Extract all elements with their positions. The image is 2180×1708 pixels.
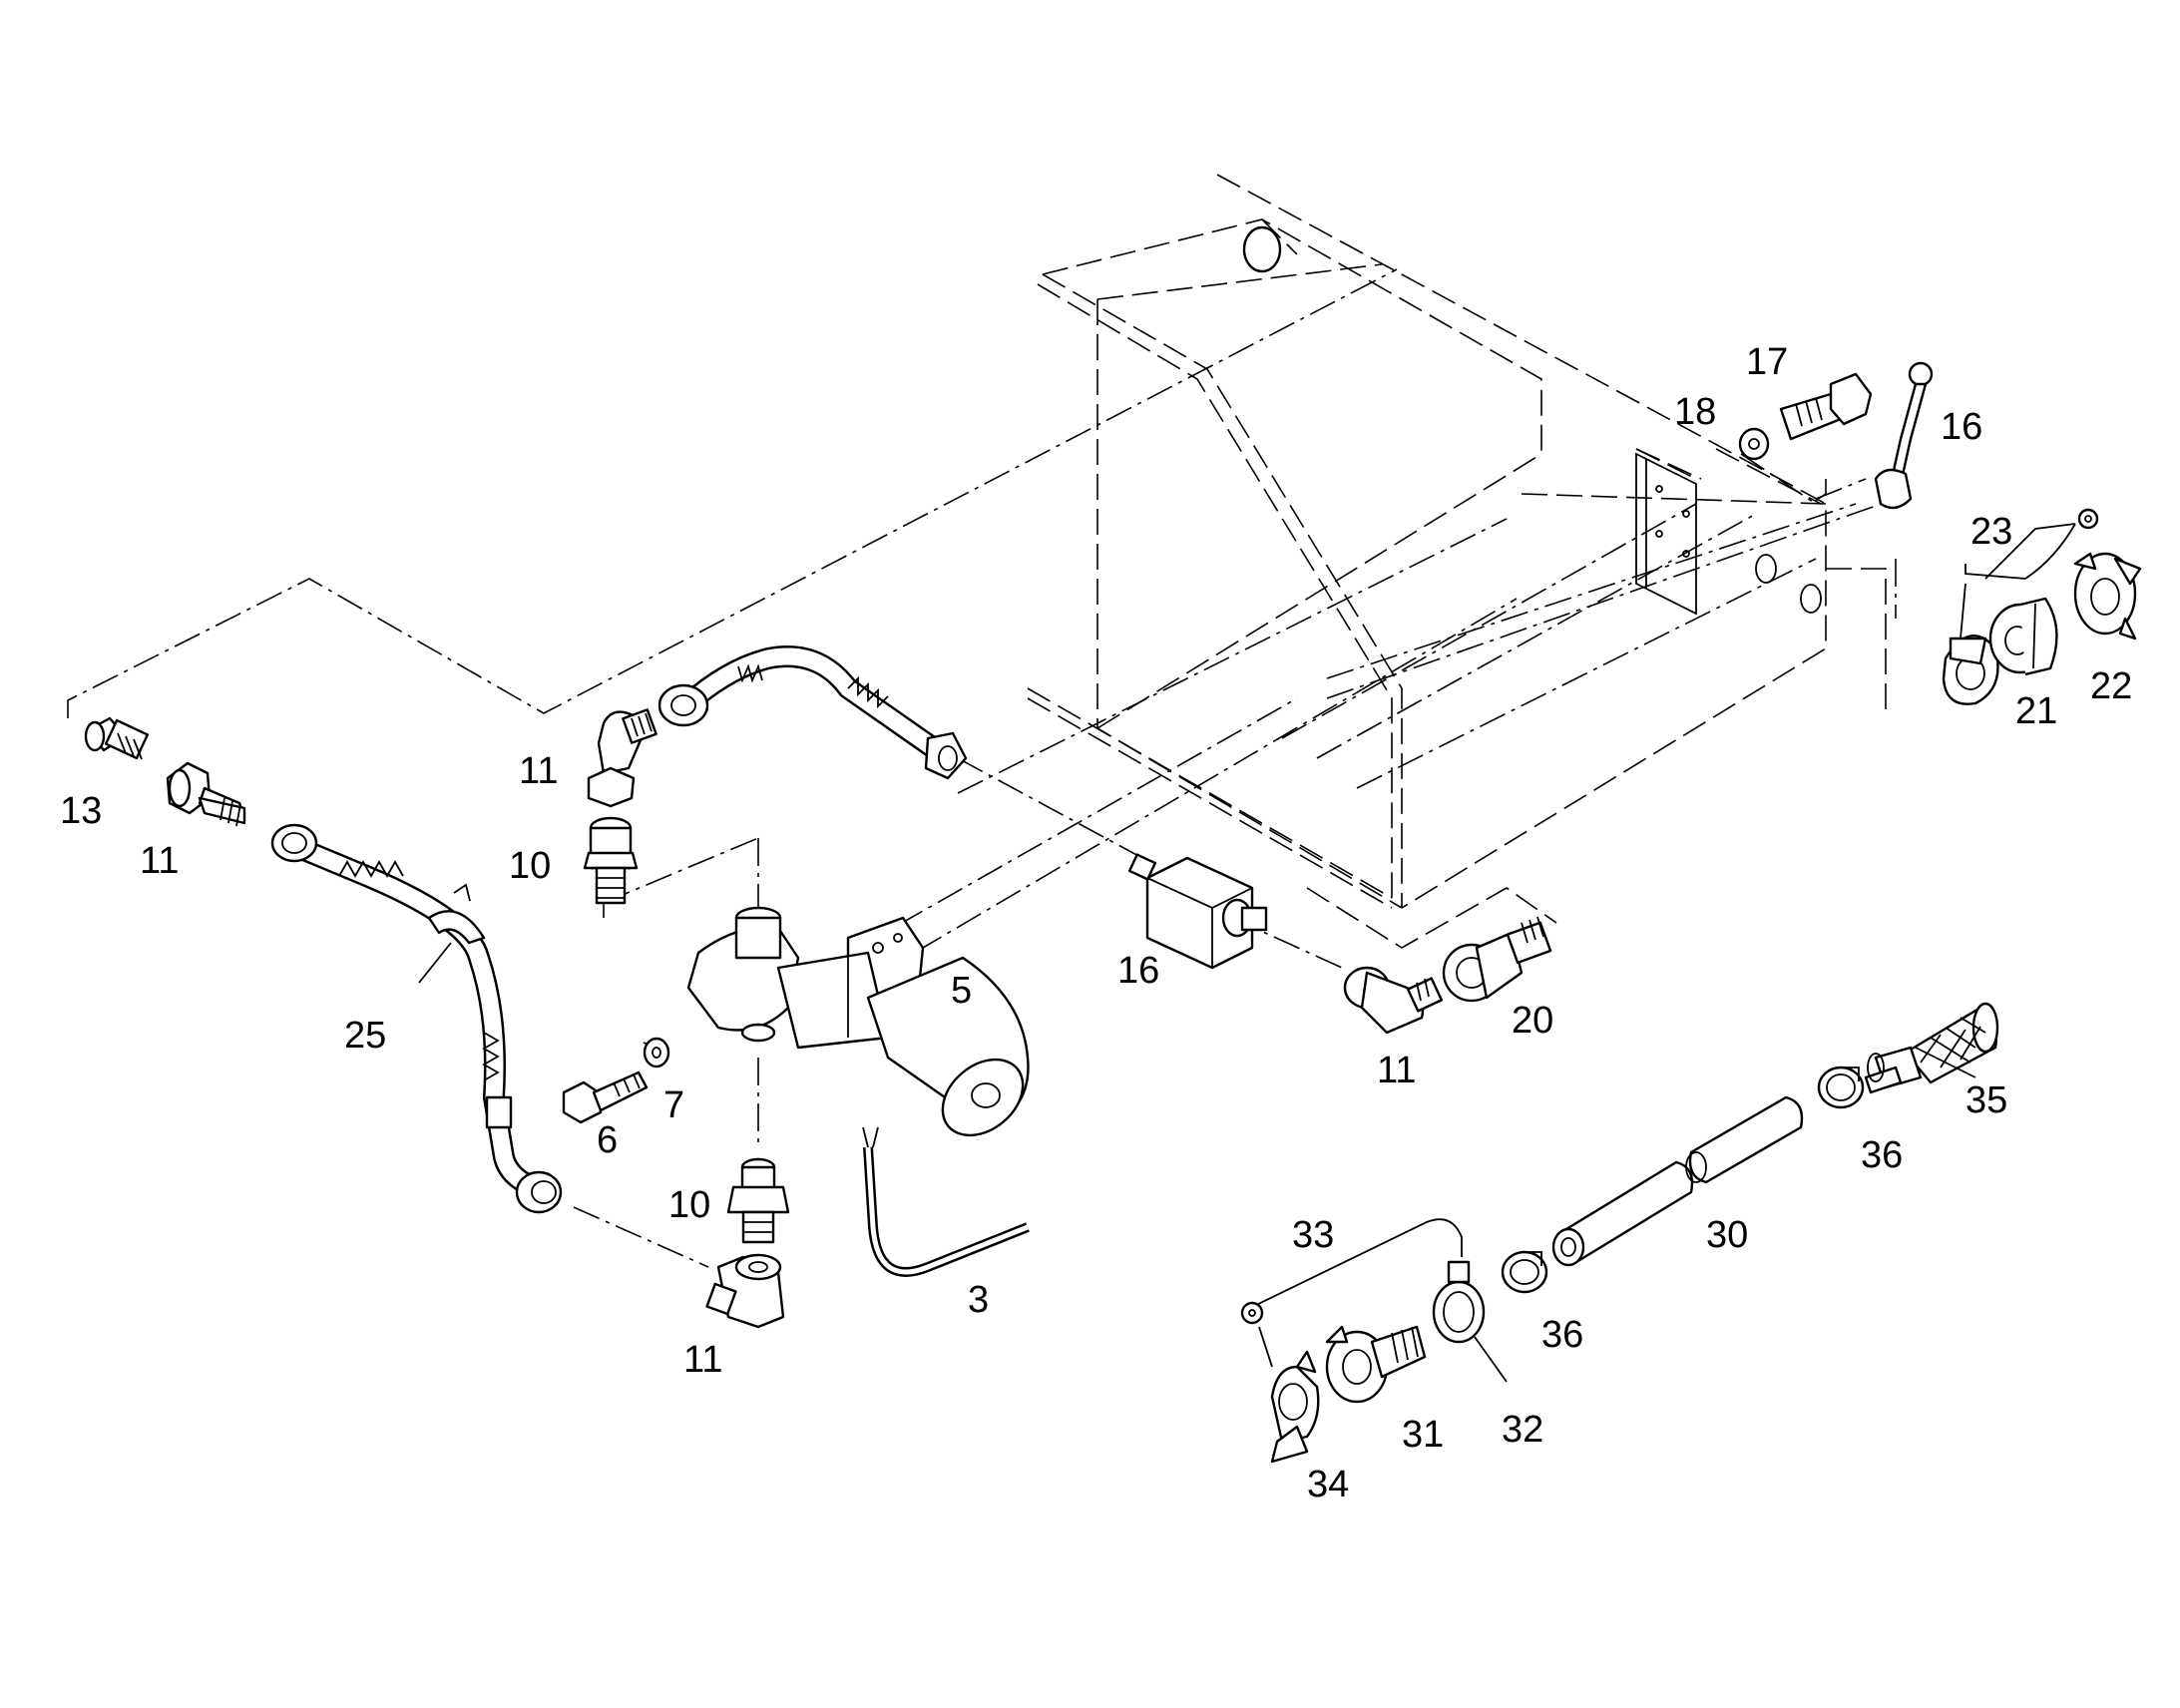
part-11-elbow-right bbox=[1343, 966, 1444, 1035]
callout-18: 18 bbox=[1674, 391, 1716, 433]
callout-34: 34 bbox=[1307, 1464, 1349, 1505]
callout-17: 17 bbox=[1746, 341, 1788, 383]
part-25-hose bbox=[270, 823, 563, 1214]
part-36-clamp-upper bbox=[1817, 1066, 1865, 1109]
callout-11: 11 bbox=[519, 750, 558, 792]
callout-11: 11 bbox=[140, 840, 179, 882]
callout-30: 30 bbox=[1706, 1214, 1748, 1256]
part-3-cable bbox=[862, 1126, 1030, 1277]
part-34-coupling-cap bbox=[1270, 1350, 1320, 1464]
part-5-pump-motor bbox=[686, 906, 1030, 1137]
callout-3: 3 bbox=[968, 1279, 989, 1321]
callout-33: 33 bbox=[1292, 1214, 1334, 1256]
callout-36: 36 bbox=[1541, 1314, 1583, 1356]
callout-5: 5 bbox=[951, 970, 972, 1012]
part-20-union-fitting bbox=[1442, 916, 1552, 1003]
callout-23: 23 bbox=[1970, 511, 2012, 553]
phantom-frame bbox=[1027, 174, 1887, 949]
mounting-bracket bbox=[1242, 225, 1822, 616]
part-32-ring bbox=[1432, 1260, 1508, 1383]
callout-16: 16 bbox=[1941, 406, 1982, 448]
callout-31: 31 bbox=[1402, 1414, 1444, 1456]
callout-21: 21 bbox=[2015, 690, 2057, 732]
part-11-elbow-lower bbox=[705, 1253, 785, 1329]
leader-lines bbox=[67, 268, 1897, 1268]
part-16-valve-block bbox=[1127, 853, 1268, 970]
callout-10: 10 bbox=[509, 845, 551, 887]
part-10-nipple-upper bbox=[583, 816, 639, 905]
part-31-coupling bbox=[1325, 1325, 1427, 1404]
callout-32: 32 bbox=[1502, 1409, 1543, 1451]
part-36-clamp-lower bbox=[1501, 1250, 1548, 1294]
part-35-strainer bbox=[1864, 1002, 1999, 1094]
pressure-hose-upper bbox=[657, 645, 968, 780]
part-11-bolt-left bbox=[166, 761, 246, 827]
part-13-fitting bbox=[84, 716, 150, 760]
callout-13: 13 bbox=[60, 790, 102, 832]
part-16-lever bbox=[1874, 361, 1934, 510]
callout-11: 11 bbox=[1377, 1050, 1416, 1091]
callout-20: 20 bbox=[1512, 1000, 1553, 1042]
callout-7: 7 bbox=[663, 1084, 684, 1126]
callout-25: 25 bbox=[344, 1015, 386, 1057]
part-17-bolt bbox=[1779, 372, 1873, 441]
part-6-bolt bbox=[562, 1070, 649, 1124]
callout-35: 35 bbox=[1965, 1079, 2007, 1121]
part-22-coupling-cap bbox=[2073, 552, 2142, 640]
callout-16: 16 bbox=[1117, 950, 1159, 992]
callout-11: 11 bbox=[683, 1339, 722, 1381]
callout-36: 36 bbox=[1861, 1134, 1903, 1176]
part-21-coupling bbox=[1988, 597, 2058, 676]
callout-10: 10 bbox=[668, 1184, 710, 1226]
callout-labels: 13 11 11 10 25 6 7 5 10 11 3 16 11 20 17… bbox=[60, 341, 2132, 1505]
part-30-hose bbox=[1551, 1095, 1804, 1267]
part-7-washer bbox=[643, 1037, 670, 1068]
part-10-nipple-lower bbox=[726, 1157, 790, 1244]
part-18-washer bbox=[1738, 427, 1770, 461]
callout-6: 6 bbox=[597, 1119, 618, 1161]
callout-22: 22 bbox=[2090, 665, 2132, 707]
part-33-chain bbox=[1240, 1218, 1463, 1368]
part-11-elbow-upper bbox=[587, 708, 657, 808]
part-23-chain-ring bbox=[1942, 508, 2099, 705]
